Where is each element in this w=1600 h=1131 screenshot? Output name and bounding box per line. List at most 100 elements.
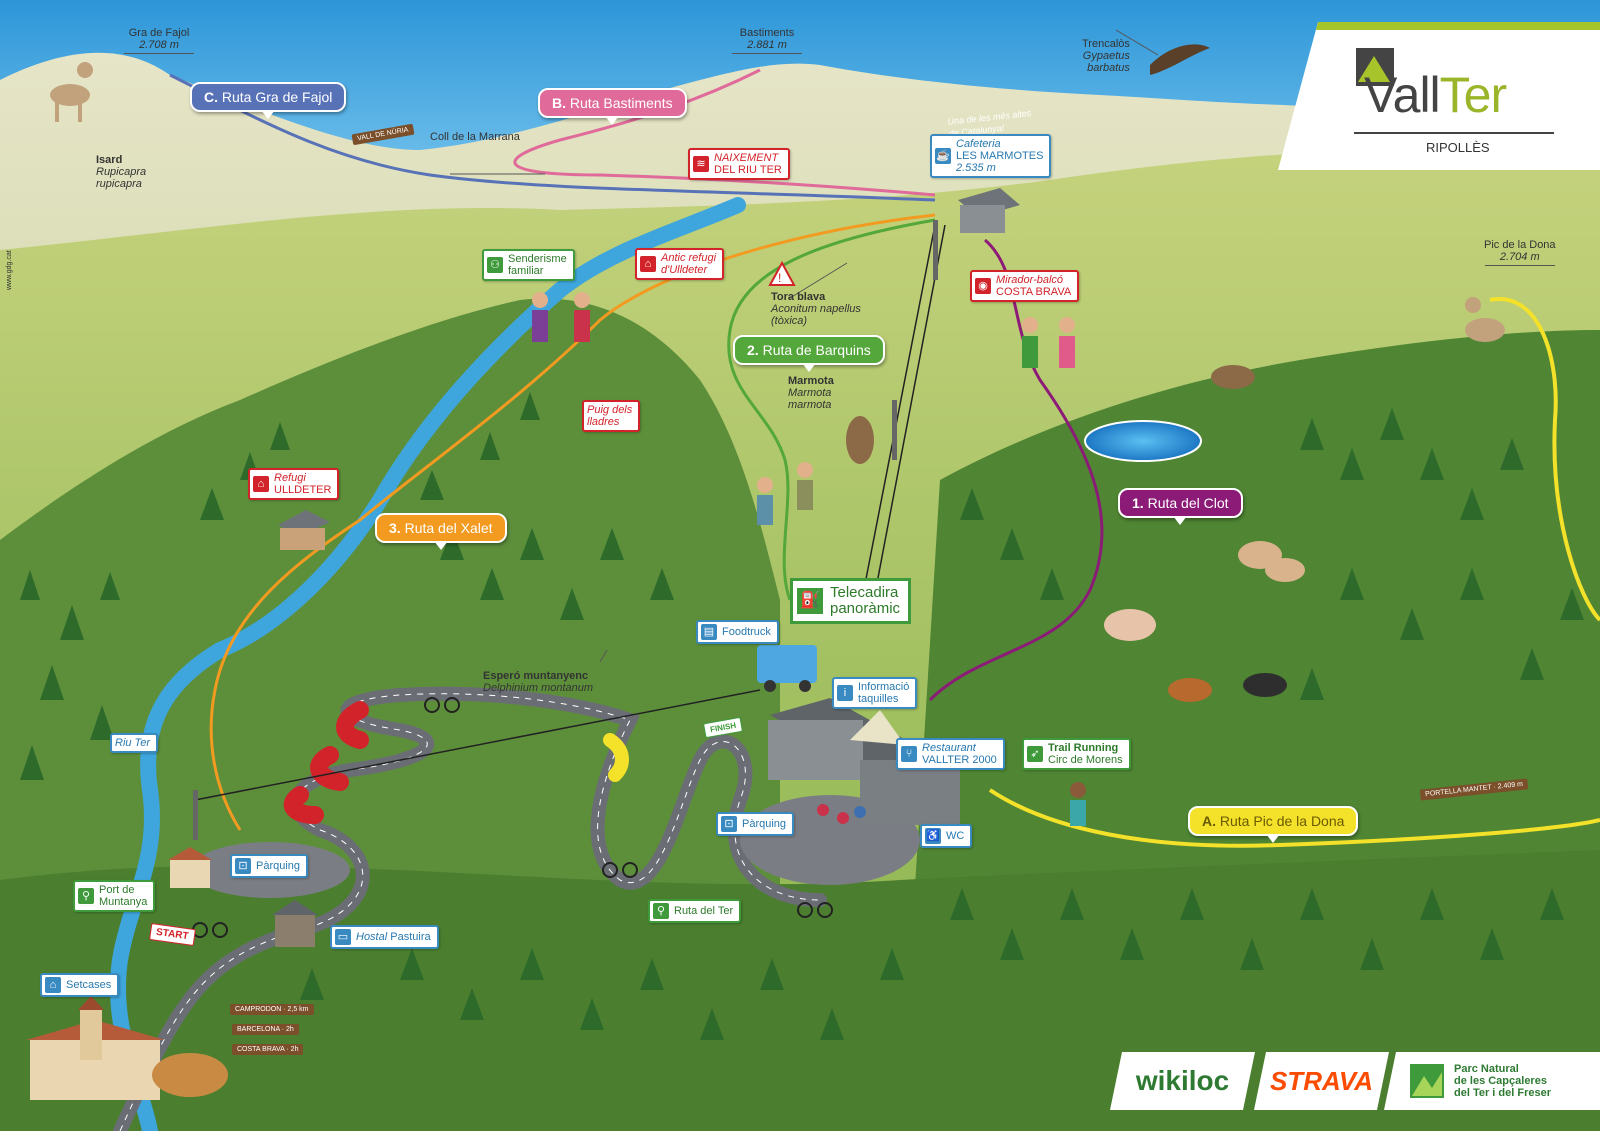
hostal-building	[272, 900, 318, 947]
isard-label: Isard Rupicapra rupicapra	[96, 154, 147, 190]
wc-icon: ♿	[925, 828, 941, 844]
chairlift-cable-2	[869, 224, 946, 621]
poi-hostal[interactable]: ▭ Hostal Pastuira	[330, 925, 439, 949]
route-a-label[interactable]: A. Ruta Pic de la Dona	[1188, 806, 1359, 843]
sign-camprodon: CAMPRODON · 2,5 km	[230, 1004, 314, 1015]
poi-ruta-ter[interactable]: ⚲ Ruta del Ter	[648, 899, 742, 923]
refugi-building	[278, 510, 330, 550]
route-2-label[interactable]: 2. Ruta de Barquins	[733, 335, 885, 372]
marmot-illustration	[846, 365, 1255, 464]
sign-barcelona: BARCELONA · 2h	[232, 1024, 299, 1035]
route-c-path	[169, 73, 936, 202]
base-station-building	[768, 698, 960, 825]
bike-icon: ⚲	[78, 888, 94, 904]
bed-icon: ▭	[335, 929, 351, 945]
port-building	[168, 847, 212, 888]
hairpin-red-3	[283, 786, 324, 824]
runner-illustration	[1070, 782, 1086, 826]
coll-marrana-label: Coll de la Marrana	[430, 131, 520, 143]
family-icon: ⚇	[487, 257, 503, 273]
parc-natural-logo[interactable]: Parc Natural de les Capçaleres del Ter i…	[1384, 1052, 1600, 1110]
route-3-label[interactable]: 3. Ruta del Xalet	[375, 513, 507, 550]
poi-setcases[interactable]: ⌂ Setcases	[40, 973, 120, 997]
strava-logo[interactable]: STRAVA	[1254, 1052, 1389, 1110]
peak-fajol-label: Gra de Fajol 2.708 m	[124, 27, 194, 54]
route-1-path	[928, 238, 1104, 702]
runner-icon: ➶	[1027, 746, 1043, 762]
chairlift-icon: ⛽	[797, 588, 823, 614]
poi-riu-ter[interactable]: Riu Ter	[110, 733, 159, 753]
logo-region: RIPOLLÈS	[1426, 140, 1490, 155]
warning-sign-tora: !	[768, 260, 796, 286]
route-b-label[interactable]: B. Ruta Bastiments	[538, 88, 687, 125]
restaurant-icon: ⑂	[901, 746, 917, 762]
village-icon: ⌂	[45, 977, 61, 993]
chairlift-pylon	[933, 220, 938, 280]
espero-label: Esperó muntanyenc Delphinium montanum	[483, 670, 594, 694]
hikers-illustration	[532, 292, 1075, 525]
logo-brand: VallTer	[1364, 67, 1507, 123]
terrace-people-illustration	[817, 804, 866, 824]
trees	[20, 392, 1584, 1040]
marmota-label: Marmota Marmota marmota	[788, 375, 834, 411]
wikiloc-logo[interactable]: wikiloc	[1110, 1052, 1255, 1110]
peak-dona-label: Pic de la Dona 2.704 m	[1484, 239, 1556, 266]
svg-text:!: !	[778, 271, 781, 285]
poi-parquing-1[interactable]: ⊡ Pàrquing	[230, 854, 309, 878]
isard-illustration	[50, 62, 93, 122]
route-c-label[interactable]: C. Ruta Gra de Fajol	[190, 82, 347, 119]
info-icon: i	[837, 685, 853, 701]
isard-right-illustration	[1465, 297, 1505, 342]
vallter-logo: VallTer RIPOLLÈS	[1278, 22, 1600, 170]
chairlift-pylon	[193, 790, 198, 840]
poi-wc[interactable]: ♿ WC	[920, 824, 973, 848]
eye-icon: ◉	[975, 278, 991, 294]
callout-line	[599, 649, 608, 663]
credit-label: www.gdg.cat	[6, 250, 13, 290]
truck-icon: ▤	[701, 624, 717, 640]
route-a-path	[988, 297, 1600, 848]
coffee-icon: ☕	[935, 148, 951, 164]
route-1-label[interactable]: 1. Ruta del Clot	[1118, 488, 1243, 525]
callout-line	[1115, 29, 1159, 56]
sign-costa-brava: COSTA BRAVA · 2h	[232, 1044, 304, 1055]
callout-line	[789, 262, 848, 299]
foodtruck-illustration	[757, 645, 817, 692]
river-ter	[109, 197, 746, 1131]
trencalos-illustration	[1150, 44, 1210, 75]
hairpin-red-2	[310, 746, 349, 791]
cattle-illustration	[1104, 541, 1305, 641]
car-icon: ⊡	[721, 816, 737, 832]
poi-foodtruck[interactable]: ▤ Foodtruck	[696, 620, 779, 644]
cyclists-illustration	[192, 697, 833, 938]
peak-bastiments-label: Bastiments 2.881 m	[732, 27, 802, 54]
horse-illustration	[1168, 673, 1287, 702]
chairlift-pylon	[892, 400, 897, 460]
setcases-village	[26, 996, 165, 1100]
refuge-icon: ⌂	[253, 476, 269, 492]
cafeteria-building	[958, 188, 1020, 233]
lake	[1084, 420, 1202, 462]
poi-parquing-2[interactable]: ⊡ Pàrquing	[716, 812, 795, 836]
landmark-icon: ⌂	[640, 256, 656, 272]
hike-bike-icon: ⚲	[653, 903, 669, 919]
hairpin-yellow	[603, 733, 629, 782]
tora-blava-label: Tora blava Aconitum napellus (tòxica)	[771, 291, 861, 327]
mountain-road-marking	[119, 693, 821, 1131]
bread-basket	[152, 1053, 228, 1097]
trencalos-label: Trencalòs Gypaetus barbatus	[1082, 38, 1130, 74]
car-icon: ⊡	[235, 858, 251, 874]
